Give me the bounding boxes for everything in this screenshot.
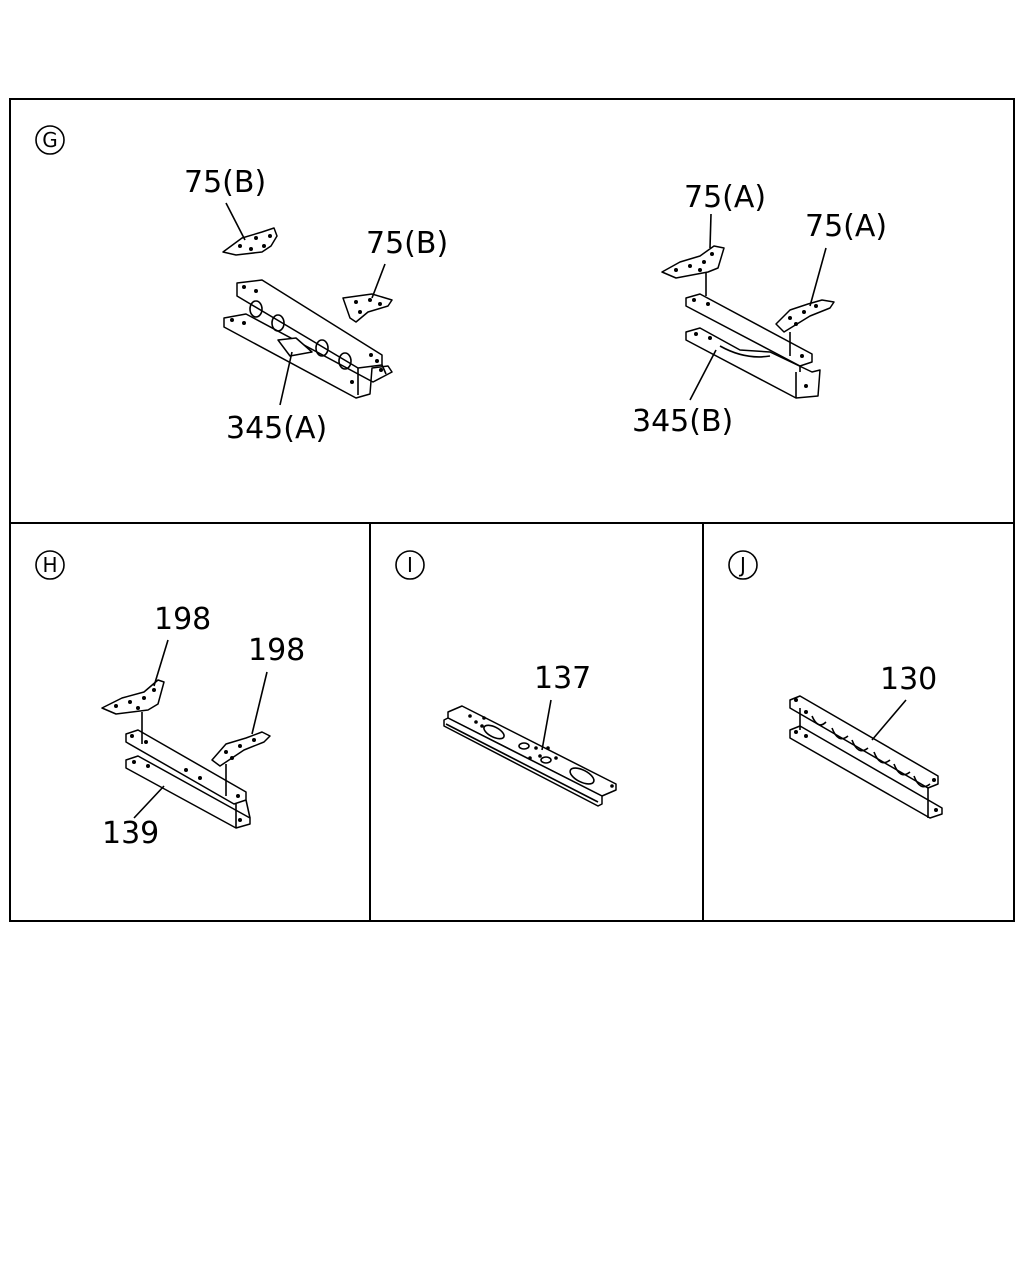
- leader-198-right: [251, 671, 268, 735]
- bracket-198-left-drawing: [101, 679, 165, 715]
- section-j-letter: J: [738, 553, 746, 577]
- leader-75a-right: [809, 247, 827, 307]
- label-345a: 345(A): [226, 411, 327, 446]
- leader-75b-right: [371, 263, 386, 299]
- section-j: J 130: [728, 550, 943, 819]
- leader-130: [871, 699, 907, 741]
- bracket-75a-right-drawing: [775, 299, 835, 333]
- section-h-marker: [35, 550, 65, 580]
- label-345b: 345(B): [632, 404, 733, 439]
- label-137: 137: [534, 661, 591, 696]
- diagram-frame: [9, 98, 1015, 922]
- leader-75b-top: [225, 202, 246, 241]
- bracket-75a-top-drawing: [661, 245, 725, 279]
- crossmember-137-drawing: [443, 705, 617, 807]
- section-i: I 137: [395, 550, 617, 807]
- label-75a-right: 75(A): [805, 209, 887, 244]
- section-g-marker: [35, 125, 65, 155]
- leader-139: [133, 785, 165, 819]
- section-i-letter: I: [407, 553, 413, 577]
- bracket-75b-right-drawing: [342, 293, 393, 323]
- label-130: 130: [880, 662, 937, 697]
- crossmember-345a-drawing: [223, 279, 393, 399]
- bracket-198-right-drawing: [211, 731, 271, 767]
- label-75a-top: 75(A): [684, 180, 766, 215]
- crossmember-139-drawing: [125, 712, 251, 829]
- section-j-marker: [728, 550, 758, 580]
- section-i-marker: [395, 550, 425, 580]
- label-139: 139: [102, 816, 159, 851]
- leader-345b: [689, 349, 717, 401]
- section-g-letter: G: [42, 128, 58, 152]
- label-75b-right: 75(B): [366, 226, 448, 261]
- label-75b-top: 75(B): [184, 165, 266, 200]
- crossmember-345b-drawing: [685, 270, 821, 399]
- label-198-right: 198: [248, 633, 305, 668]
- crossmember-130-drawing: [789, 695, 943, 819]
- leader-75a-top: [709, 213, 712, 249]
- leader-137: [541, 699, 552, 751]
- bracket-75b-top-drawing: [222, 227, 278, 256]
- section-h-letter: H: [42, 553, 57, 577]
- section-g: G: [35, 125, 887, 446]
- leader-345a: [279, 351, 293, 406]
- leader-198-left: [153, 639, 169, 687]
- section-h: H 198 198 139: [35, 550, 305, 851]
- label-198-left: 198: [154, 602, 211, 637]
